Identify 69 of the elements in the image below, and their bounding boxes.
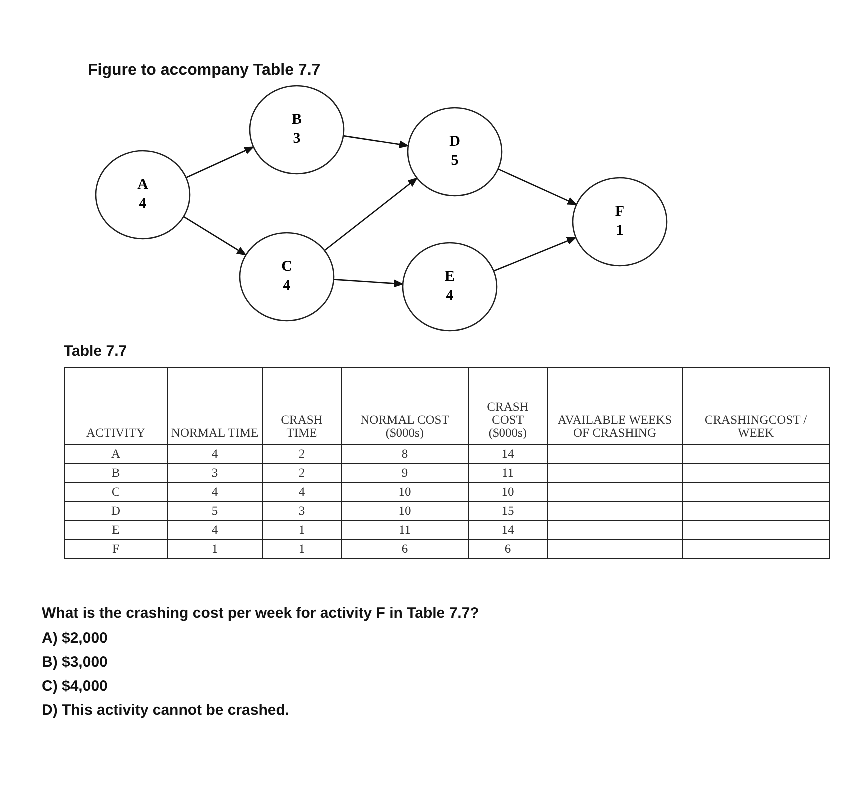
table-cell: 9 (342, 464, 468, 482)
table-cell: 4 (168, 444, 262, 464)
activity-letter: F (615, 203, 625, 222)
question-text: What is the crashing cost per week for activity F in Table 7.7? (42, 605, 480, 622)
column-header: NORMAL COST ($000s) (342, 368, 468, 444)
activity-duration: 5 (451, 152, 459, 171)
activity-letter: B (292, 111, 302, 130)
table-cell: 1 (262, 520, 342, 540)
table-cell: E (64, 520, 168, 540)
column-header: AVAILABLE WEEKS OF CRASHING (548, 368, 682, 444)
table-cell: 4 (262, 482, 342, 502)
table-cell: A (64, 444, 168, 464)
activity-duration: 3 (293, 130, 301, 149)
activity-duration: 1 (616, 222, 624, 241)
activity-circle (249, 85, 345, 175)
activity-circle (407, 107, 503, 197)
activity-circle (95, 150, 191, 240)
table-cell: 5 (168, 502, 262, 520)
arrow (324, 178, 418, 252)
activity-letter: E (444, 268, 455, 287)
answer-option: D) This activity cannot be crashed. (42, 702, 290, 719)
activity-letter: C (282, 258, 292, 277)
activity-duration: 4 (283, 277, 291, 296)
table-cell: 14 (468, 520, 548, 540)
table-cell: C (64, 482, 168, 502)
table-cell: 1 (262, 540, 342, 558)
table-cell: 1 (168, 540, 262, 558)
activity-circle (239, 232, 335, 322)
column-header: CRASH COST ($000s) (468, 368, 548, 444)
table-cell: 6 (342, 540, 468, 558)
table-cell: 8 (342, 444, 468, 464)
column-header: NORMAL TIME (168, 368, 262, 444)
table-cell: 15 (468, 502, 548, 520)
table-cell: 6 (468, 540, 548, 558)
table-cell: D (64, 502, 168, 520)
table-cell: 4 (168, 520, 262, 540)
answer-option: B) $3,000 (42, 654, 108, 671)
figure-title: Figure to accompany Table 7.7 (88, 62, 321, 80)
table-cell: 10 (342, 502, 468, 520)
arrow (186, 146, 255, 178)
table-cell: F (64, 540, 168, 558)
table-cell: 14 (468, 444, 548, 464)
table-title: Table 7.7 (64, 343, 128, 360)
answer-option: C) $4,000 (42, 678, 108, 695)
activity-letter: D (450, 133, 460, 152)
table-cell: 10 (468, 482, 548, 502)
column-header: CRASHINGCOST / WEEK (682, 368, 830, 444)
column-header: CRASH TIME (262, 368, 342, 444)
table-cell: 2 (262, 464, 342, 482)
activity-letter: A (138, 176, 148, 195)
table-cell: 11 (468, 464, 548, 482)
table-cell: 10 (342, 482, 468, 502)
answer-option: A) $2,000 (42, 630, 108, 647)
table-cell: 3 (262, 502, 342, 520)
arrow (498, 168, 578, 206)
activity-circle (402, 242, 498, 332)
arrow (494, 237, 578, 272)
arrow (343, 135, 410, 149)
activity-duration: 4 (446, 287, 454, 306)
table-cell: B (64, 464, 168, 482)
column-header: ACTIVITY (64, 368, 168, 444)
table-cell: 3 (168, 464, 262, 482)
table-cell: 11 (342, 520, 468, 540)
table-cell: 4 (168, 482, 262, 502)
table-cell: 2 (262, 444, 342, 464)
arrow (184, 216, 247, 256)
activity-duration: 4 (139, 195, 147, 214)
arrow (334, 279, 404, 288)
activity-circle (572, 177, 668, 267)
